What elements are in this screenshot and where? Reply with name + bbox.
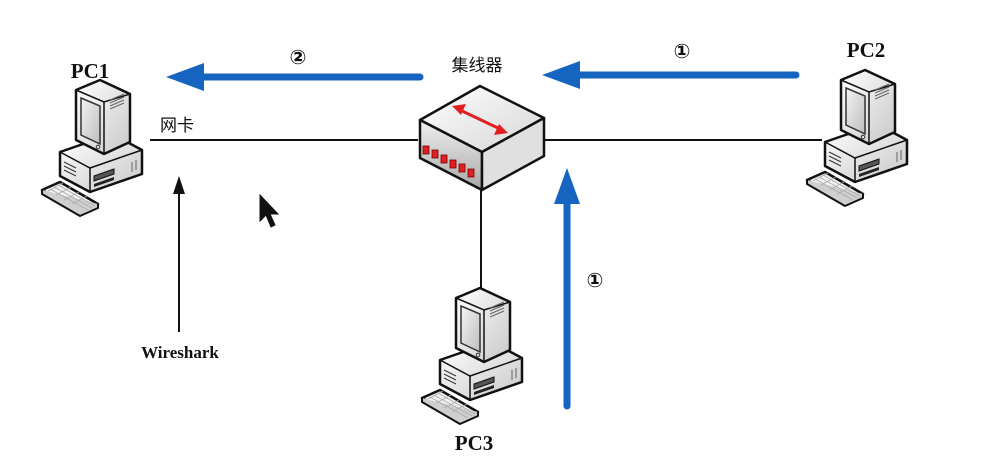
wireshark-capture-arrow	[173, 176, 185, 332]
step-1-label-pc3: ①	[587, 268, 604, 292]
flow-arrow-hub-to-pc1	[166, 63, 424, 91]
pc3-label: PC3	[455, 431, 494, 455]
flow-arrow-pc2-to-hub	[542, 61, 800, 89]
hub-label: 集线器	[452, 56, 503, 76]
step-1-label-pc2: ①	[674, 39, 691, 63]
hub-ports	[422, 145, 475, 178]
pc3-computer-icon	[420, 286, 524, 426]
nic-label: 网卡	[160, 116, 194, 136]
pc1-label: PC1	[71, 59, 110, 83]
step-2-label: ②	[290, 45, 307, 69]
hub-icon	[418, 84, 546, 192]
wireshark-label: Wireshark	[141, 343, 219, 362]
mouse-cursor-icon	[259, 193, 280, 228]
pc1-computer-icon	[40, 78, 144, 218]
hub-bidirectional-arrow-icon	[452, 104, 508, 135]
flow-arrow-pc3-to-hub	[554, 168, 580, 410]
pc2-computer-icon	[805, 68, 909, 208]
pc2-label: PC2	[847, 38, 886, 62]
